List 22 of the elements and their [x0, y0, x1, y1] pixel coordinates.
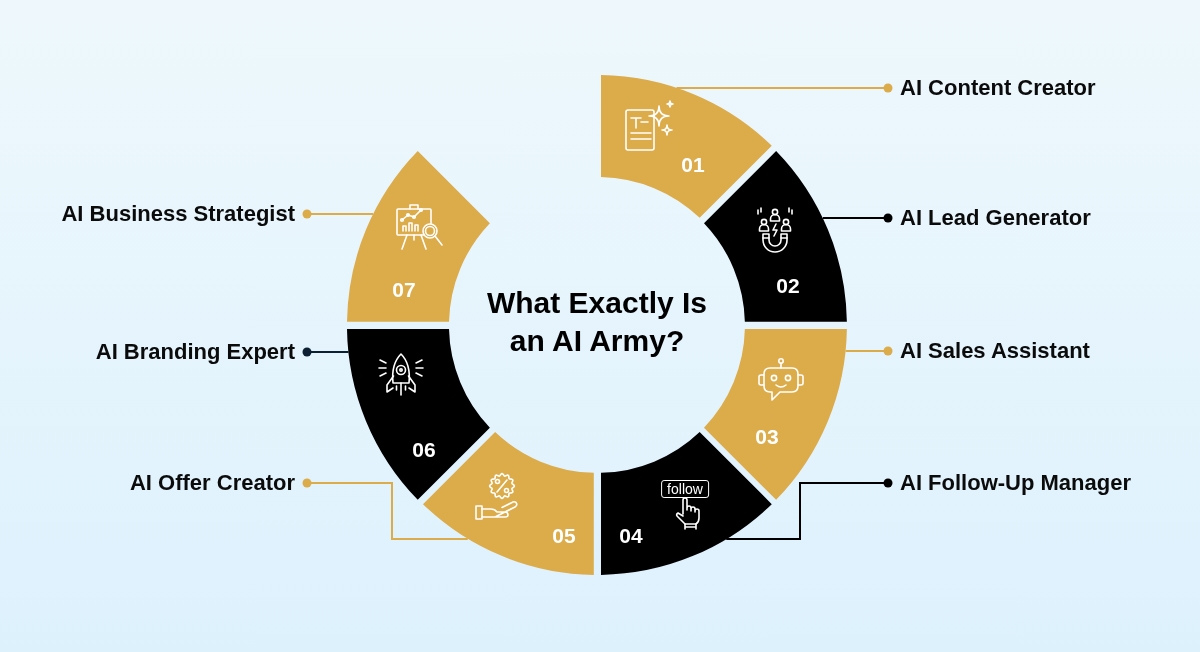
step-number: 02 [776, 275, 800, 297]
step-number: 03 [755, 426, 779, 448]
leader-line [844, 346, 893, 356]
role-label: AI Sales Assistant [888, 338, 1090, 364]
leader-line [302, 478, 469, 540]
step-number: 01 [681, 154, 705, 176]
step-number: 06 [412, 439, 436, 461]
diagram-title: What Exactly Is an AI Army? [485, 285, 709, 359]
leader-line [725, 478, 893, 540]
role-label: AI Offer Creator [129, 470, 307, 496]
leader-line [675, 83, 893, 93]
leader-line [302, 347, 350, 357]
step-number: 07 [392, 279, 416, 301]
role-label: AI Lead Generator [888, 205, 1091, 231]
role-label: AI Branding Expert [95, 339, 307, 365]
step-number: 05 [552, 525, 576, 547]
step-number: 04 [619, 525, 643, 547]
role-label: AI Content Creator [888, 75, 1096, 101]
leader-line [821, 213, 893, 223]
role-label: AI Business Strategist [61, 201, 307, 227]
leader-line [302, 209, 374, 219]
role-label: AI Follow-Up Manager [888, 470, 1131, 496]
